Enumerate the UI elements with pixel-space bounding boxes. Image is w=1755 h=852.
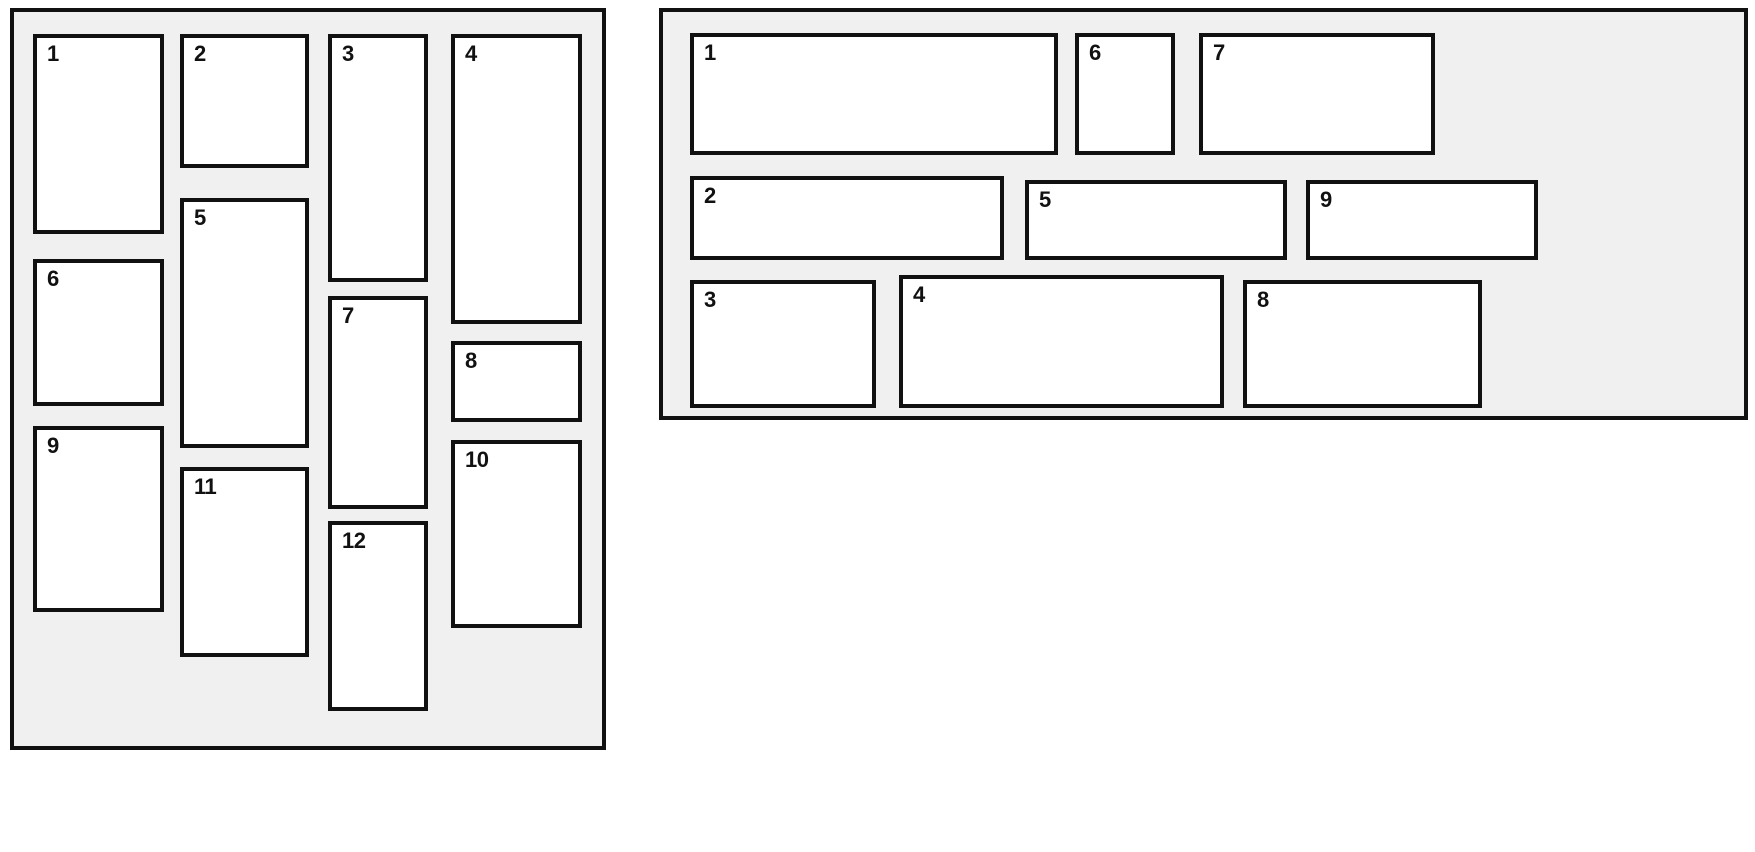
left-panel-box-12[interactable]: 12 bbox=[328, 521, 428, 711]
box-label: 6 bbox=[47, 266, 59, 291]
box-label: 7 bbox=[342, 303, 354, 328]
box-label: 8 bbox=[1257, 287, 1269, 312]
right-panel-box-3[interactable]: 3 bbox=[690, 280, 876, 408]
left-panel-box-1[interactable]: 1 bbox=[33, 34, 164, 234]
right-panel: 1 6 7 2 5 9 3 4 8 bbox=[659, 8, 1748, 420]
box-label: 3 bbox=[342, 41, 354, 66]
box-label: 11 bbox=[194, 474, 217, 499]
right-panel-box-8[interactable]: 8 bbox=[1243, 280, 1482, 408]
box-label: 9 bbox=[47, 433, 59, 458]
left-panel-box-4[interactable]: 4 bbox=[451, 34, 582, 324]
box-label: 7 bbox=[1213, 40, 1225, 65]
left-panel-box-3[interactable]: 3 bbox=[328, 34, 428, 282]
left-panel-box-11[interactable]: 11 bbox=[180, 467, 309, 657]
right-panel-box-1[interactable]: 1 bbox=[690, 33, 1058, 155]
right-panel-box-5[interactable]: 5 bbox=[1025, 180, 1287, 260]
box-label: 1 bbox=[704, 40, 716, 65]
box-label: 4 bbox=[465, 41, 477, 66]
box-label: 4 bbox=[913, 282, 925, 307]
left-panel-box-10[interactable]: 10 bbox=[451, 440, 582, 628]
box-label: 2 bbox=[704, 183, 716, 208]
box-label: 1 bbox=[47, 41, 59, 66]
box-label: 12 bbox=[342, 528, 366, 553]
box-label: 5 bbox=[194, 205, 206, 230]
box-label: 10 bbox=[465, 447, 489, 472]
box-label: 6 bbox=[1089, 40, 1101, 65]
right-panel-box-2[interactable]: 2 bbox=[690, 176, 1004, 260]
box-label: 5 bbox=[1039, 187, 1051, 212]
left-panel-box-7[interactable]: 7 bbox=[328, 296, 428, 509]
box-label: 2 bbox=[194, 41, 206, 66]
left-panel-box-9[interactable]: 9 bbox=[33, 426, 164, 612]
box-label: 3 bbox=[704, 287, 716, 312]
left-panel-box-6[interactable]: 6 bbox=[33, 259, 164, 406]
right-panel-box-9[interactable]: 9 bbox=[1306, 180, 1538, 260]
right-panel-box-7[interactable]: 7 bbox=[1199, 33, 1435, 155]
left-panel-box-5[interactable]: 5 bbox=[180, 198, 309, 448]
box-label: 8 bbox=[465, 348, 477, 373]
right-panel-box-6[interactable]: 6 bbox=[1075, 33, 1175, 155]
left-panel-box-2[interactable]: 2 bbox=[180, 34, 309, 168]
right-panel-box-4[interactable]: 4 bbox=[899, 275, 1224, 408]
box-label: 9 bbox=[1320, 187, 1332, 212]
left-panel-box-8[interactable]: 8 bbox=[451, 341, 582, 422]
